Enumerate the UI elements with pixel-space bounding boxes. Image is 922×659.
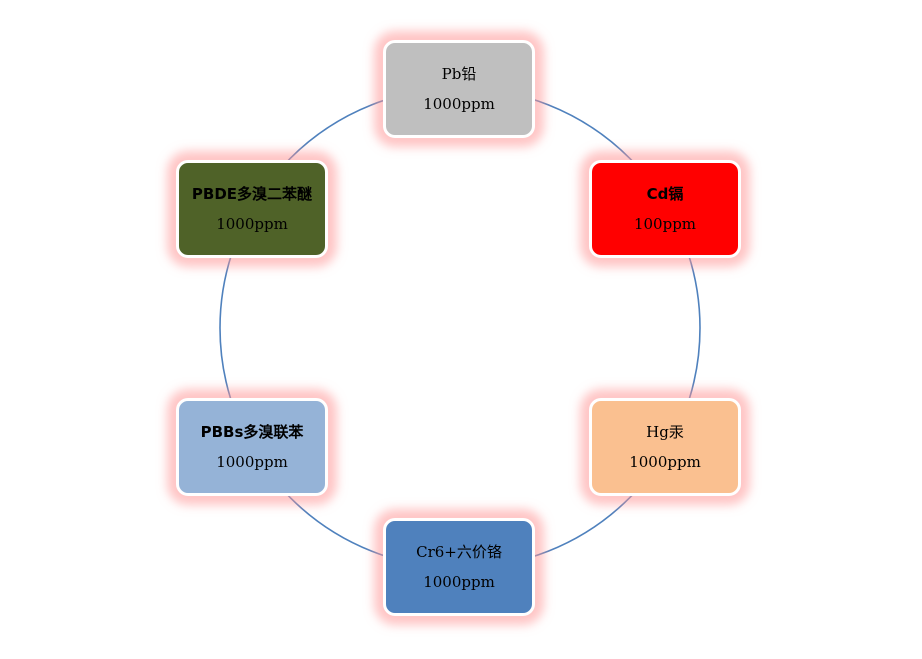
node-pb-lead: Pb铅 1000ppm <box>383 40 535 138</box>
node-cd-value: 100ppm <box>633 215 697 233</box>
node-pb-label: Pb铅 <box>441 65 477 83</box>
node-pbbs-value: 1000ppm <box>216 453 288 471</box>
node-cd-label: Cd镉 <box>646 185 684 203</box>
node-pbde: PBDE多溴二苯醚 1000ppm <box>176 160 328 258</box>
node-hg-value: 1000ppm <box>629 453 701 471</box>
node-pbbs: PBBs多溴联苯 1000ppm <box>176 398 328 496</box>
node-hg-mercury: Hg汞 1000ppm <box>589 398 741 496</box>
node-cr-value: 1000ppm <box>423 573 495 591</box>
node-hg-label: Hg汞 <box>646 423 684 441</box>
node-cr6-chromium: Cr6+六价铬 1000ppm <box>383 518 535 616</box>
node-pbde-label: PBDE多溴二苯醚 <box>191 185 313 203</box>
node-cr-label: Cr6+六价铬 <box>416 543 502 561</box>
node-pbde-value: 1000ppm <box>216 215 288 233</box>
node-pb-value: 1000ppm <box>423 95 495 113</box>
node-cd-cadmium: Cd镉 100ppm <box>589 160 741 258</box>
node-pbbs-label: PBBs多溴联苯 <box>200 423 304 441</box>
